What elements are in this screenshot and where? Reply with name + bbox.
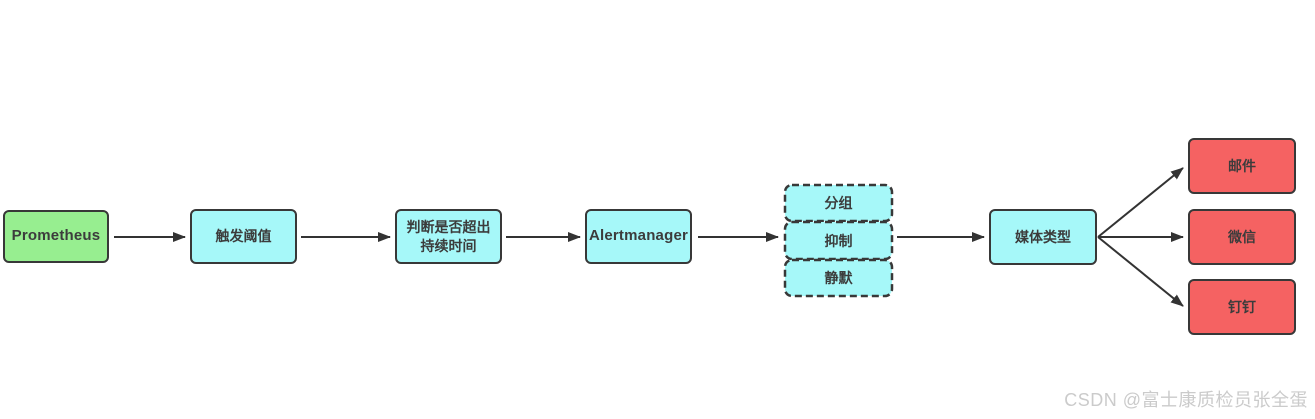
pipeline-item-grouping: 分组 — [824, 195, 853, 211]
node-media-type: 媒体类型 — [989, 209, 1097, 265]
node-alertmanager: Alertmanager — [585, 209, 692, 264]
node-trigger-threshold: 触发阈值 — [190, 209, 297, 264]
node-prometheus: Prometheus — [3, 210, 109, 263]
pipeline-item-silence: 静默 — [824, 270, 853, 286]
node-email: 邮件 — [1188, 138, 1296, 194]
node-dingtalk: 钉钉 — [1188, 279, 1296, 335]
node-duration-check: 判断是否超出 持续时间 — [395, 209, 502, 264]
pipeline-item-inhibition: 抑制 — [824, 232, 853, 249]
arrow-media-to-dingtalk — [1097, 236, 1184, 307]
node-wechat: 微信 — [1188, 209, 1296, 265]
watermark: CSDN @富士康质检员张全蛋 — [1064, 390, 1308, 410]
arrow-media-to-email — [1097, 167, 1184, 238]
